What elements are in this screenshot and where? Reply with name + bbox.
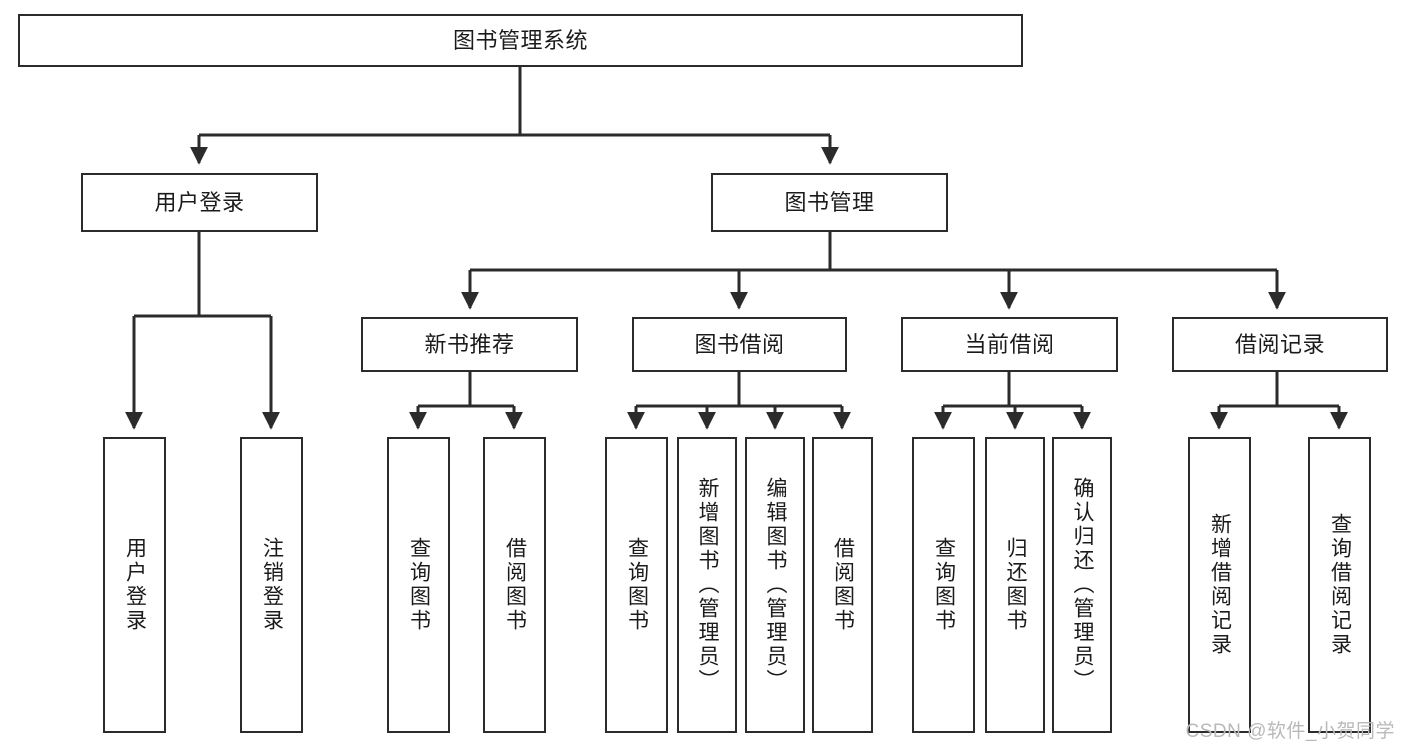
node-book-borrow-label: 图书借阅 <box>694 331 785 357</box>
leaf-confirm-return-admin[interactable]: 确认归还（管理员） <box>1052 437 1112 733</box>
leaf-add-borrow-record-label: 新增借阅记录 <box>1208 513 1232 657</box>
node-user-login-label: 用户登录 <box>154 189 245 215</box>
node-borrow-record-label: 借阅记录 <box>1234 331 1325 357</box>
leaf-query-borrow-record[interactable]: 查询借阅记录 <box>1308 437 1371 733</box>
csdn-watermark: CSDN @软件_小贺同学 <box>1185 721 1395 742</box>
leaf-add-borrow-record[interactable]: 新增借阅记录 <box>1188 437 1251 733</box>
node-new-book-recommend-label: 新书推荐 <box>424 331 515 357</box>
leaf-query-book-current[interactable]: 查询图书 <box>912 437 975 733</box>
leaf-query-book-new-label: 查询图书 <box>407 537 431 633</box>
leaf-edit-book-admin-label: 编辑图书（管理员） <box>764 477 788 693</box>
leaf-logout-label: 注销登录 <box>260 537 284 633</box>
leaf-borrow-book-new[interactable]: 借阅图书 <box>483 437 546 733</box>
leaf-confirm-return-admin-label: 确认归还（管理员） <box>1071 477 1095 693</box>
leaf-edit-book-admin[interactable]: 编辑图书（管理员） <box>745 437 805 733</box>
node-current-borrow[interactable]: 当前借阅 <box>901 317 1118 372</box>
node-current-borrow-label: 当前借阅 <box>964 331 1055 357</box>
node-book-borrow[interactable]: 图书借阅 <box>632 317 847 372</box>
leaf-query-book-new[interactable]: 查询图书 <box>387 437 450 733</box>
leaf-query-book-current-label: 查询图书 <box>932 537 956 633</box>
leaf-add-book-admin-label: 新增图书（管理员） <box>696 477 720 693</box>
node-root[interactable]: 图书管理系统 <box>18 14 1023 67</box>
leaf-logout[interactable]: 注销登录 <box>240 437 303 733</box>
leaf-add-book-admin[interactable]: 新增图书（管理员） <box>677 437 737 733</box>
leaf-borrow-book-new-label: 借阅图书 <box>503 537 527 633</box>
leaf-lend-book[interactable]: 借阅图书 <box>812 437 873 733</box>
node-new-book-recommend[interactable]: 新书推荐 <box>361 317 578 372</box>
node-book-management-label: 图书管理 <box>784 189 875 215</box>
node-borrow-record[interactable]: 借阅记录 <box>1172 317 1388 372</box>
leaf-user-login[interactable]: 用户登录 <box>103 437 166 733</box>
node-book-management[interactable]: 图书管理 <box>711 173 948 232</box>
leaf-user-login-label: 用户登录 <box>123 537 147 633</box>
leaf-query-book-borrow-label: 查询图书 <box>625 537 649 633</box>
node-user-login[interactable]: 用户登录 <box>81 173 318 232</box>
leaf-query-book-borrow[interactable]: 查询图书 <box>605 437 668 733</box>
leaf-return-book[interactable]: 归还图书 <box>985 437 1045 733</box>
leaf-lend-book-label: 借阅图书 <box>831 537 855 633</box>
node-root-label: 图书管理系统 <box>452 27 588 53</box>
leaf-return-book-label: 归还图书 <box>1004 537 1028 633</box>
leaf-query-borrow-record-label: 查询借阅记录 <box>1328 513 1352 657</box>
